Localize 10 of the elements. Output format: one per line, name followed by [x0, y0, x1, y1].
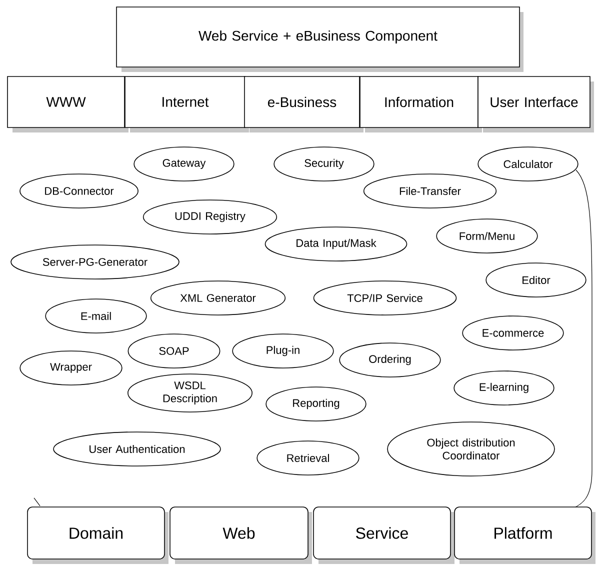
layer-box: Service	[313, 506, 454, 564]
category-box: User Interface	[478, 76, 594, 132]
category-box: WWW	[7, 76, 128, 132]
layer-box: Platform	[454, 506, 596, 564]
category-box: e-Business	[244, 76, 364, 132]
layer-box: Domain	[27, 506, 168, 564]
category-box: Information	[360, 76, 482, 132]
title-box: Web Service + eBusiness Component	[116, 6, 524, 72]
category-box: Internet	[124, 76, 249, 132]
layer-box: Web	[170, 506, 312, 564]
